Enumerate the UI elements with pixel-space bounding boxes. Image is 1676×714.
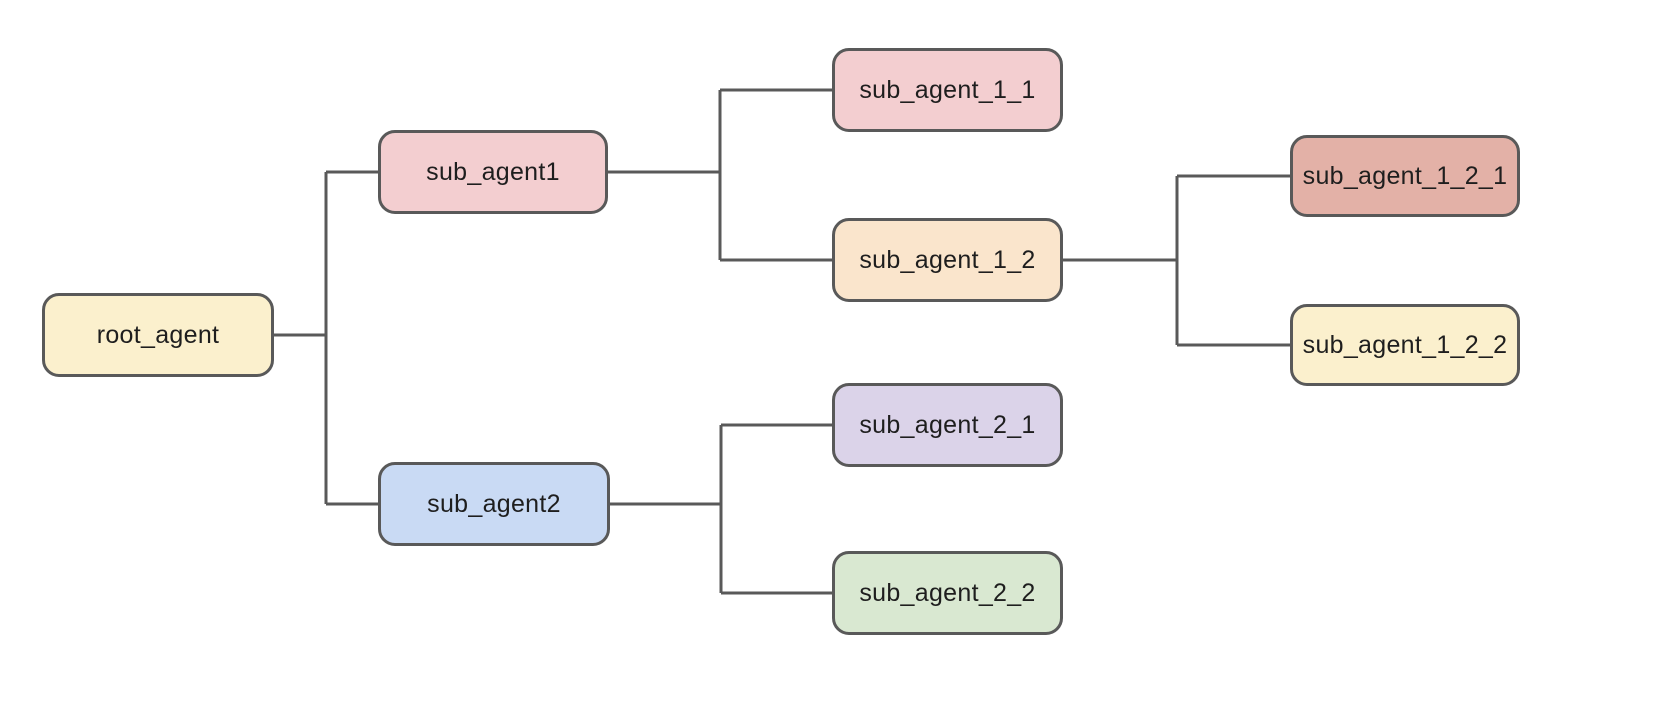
edges-from-root_agent (274, 170, 378, 506)
node-label: sub_agent_1_2_2 (1302, 330, 1508, 359)
node-root_agent: root_agent (42, 293, 274, 377)
node-label: root_agent (96, 320, 220, 349)
node-label: sub_agent2 (427, 489, 561, 518)
node-label: sub_agent_2_2 (859, 578, 1036, 607)
node-sub_agent2: sub_agent2 (378, 462, 610, 546)
node-sub_agent1: sub_agent1 (378, 130, 608, 214)
edges-from-sub_agent1 (608, 88, 832, 262)
node-label: sub_agent_1_2 (859, 245, 1036, 274)
node-sub_agent_2_2: sub_agent_2_2 (832, 551, 1063, 635)
node-label: sub_agent_1_1 (859, 75, 1036, 104)
node-sub_agent_2_1: sub_agent_2_1 (832, 383, 1063, 467)
node-label: sub_agent_1_2_1 (1302, 161, 1508, 190)
node-sub_agent_1_2: sub_agent_1_2 (832, 218, 1063, 302)
edges-from-sub_agent2 (610, 423, 832, 595)
node-sub_agent_1_2_1: sub_agent_1_2_1 (1290, 135, 1520, 217)
node-label: sub_agent1 (426, 157, 560, 186)
node-label: sub_agent_2_1 (859, 410, 1036, 439)
node-sub_agent_1_1: sub_agent_1_1 (832, 48, 1063, 132)
node-sub_agent_1_2_2: sub_agent_1_2_2 (1290, 304, 1520, 386)
edges-from-sub_agent_1_2 (1063, 174, 1290, 347)
